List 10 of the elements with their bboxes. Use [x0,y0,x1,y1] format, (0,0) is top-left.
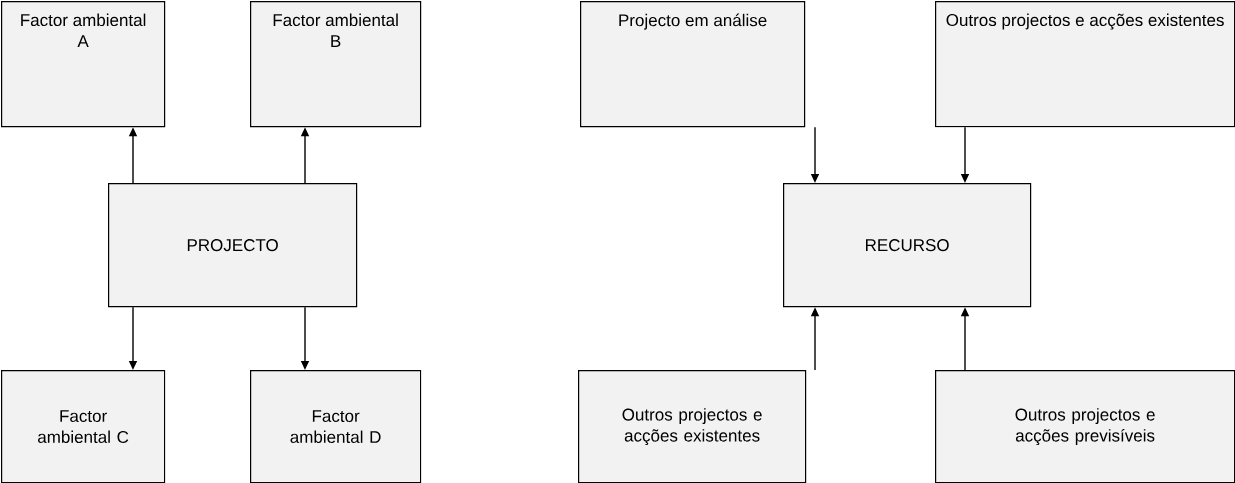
text-box: RECURSO [783,183,1032,308]
text-box: Outros projectos e acções previsíveis [935,370,1235,483]
text-box: Factor ambiental C [1,370,166,483]
text-box: Projecto em análise [580,1,806,128]
text-box: Factor ambiental A [1,1,166,128]
text-box: Factor ambiental B [250,1,422,128]
text-box: Outros projectos e acções existentes [578,370,807,483]
text-box: Outros projectos e acções existentes [935,1,1235,128]
text-box: PROJECTO [108,183,358,308]
text-box: Factor ambiental D [250,370,422,483]
